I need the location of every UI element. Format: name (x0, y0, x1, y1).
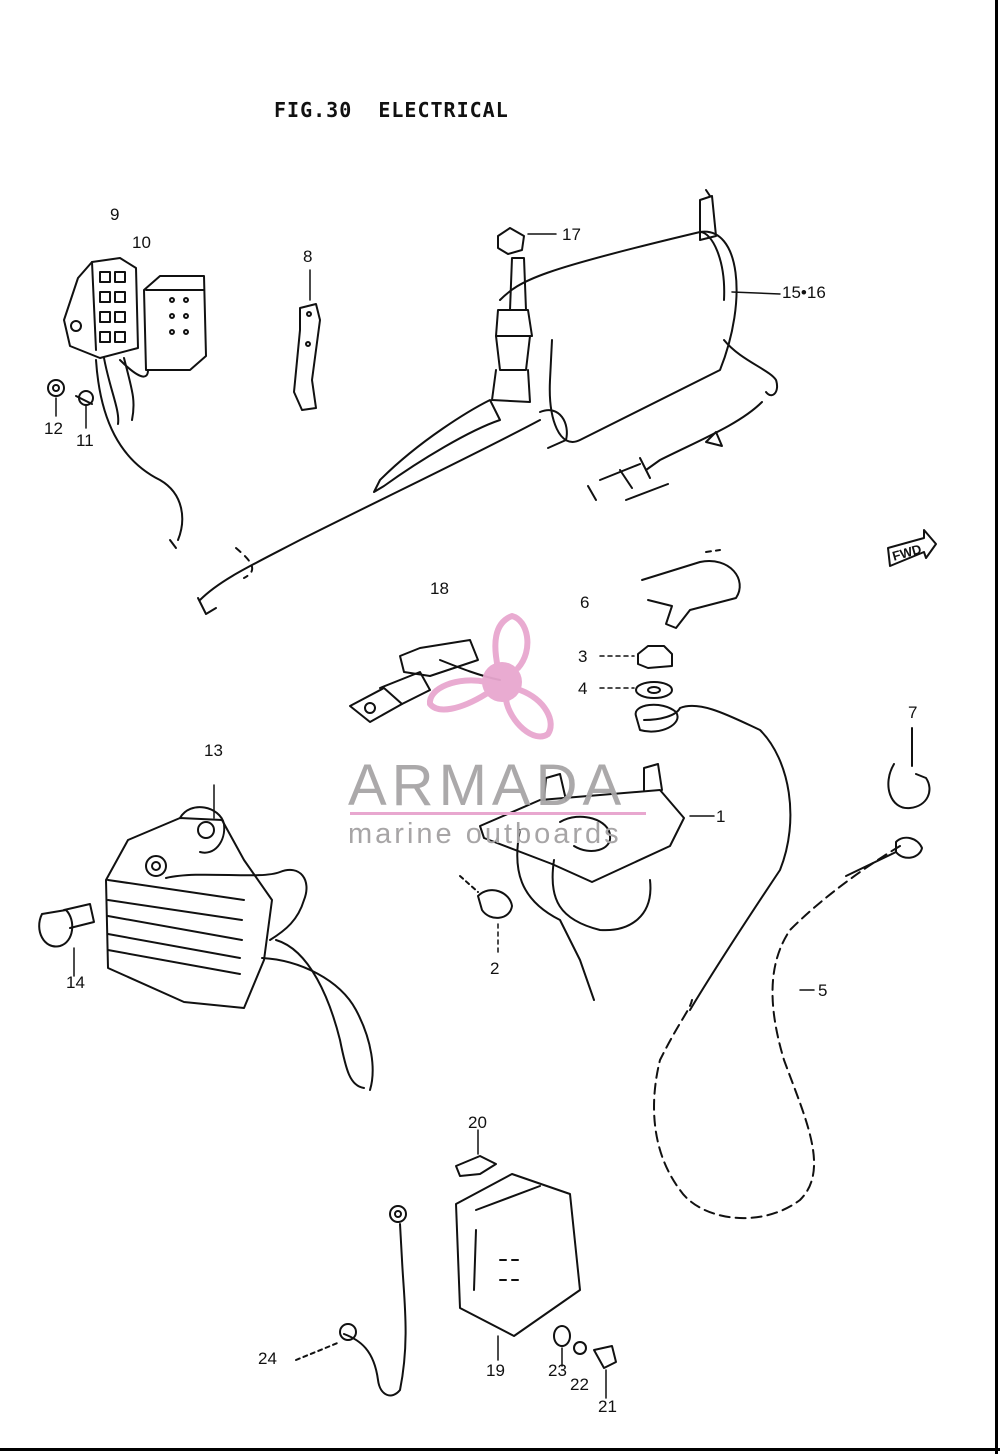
callout-9: 9 (110, 205, 120, 224)
callout-20: 20 (468, 1113, 487, 1132)
callout-5: 5 (818, 981, 828, 1000)
cable-strap (293, 269, 321, 411)
propeller-icon (427, 613, 554, 740)
callout-1: 1 (716, 807, 726, 826)
screw-11 (75, 390, 94, 406)
callout-10: 10 (132, 233, 151, 252)
frame-right-edge (995, 0, 998, 1454)
callout-21: 21 (598, 1397, 617, 1416)
terminal-lead-18 (349, 639, 501, 723)
callout-3: 3 (578, 647, 588, 666)
watermark-divider (350, 812, 646, 815)
washer-4 (635, 681, 673, 699)
callout-17: 17 (562, 225, 581, 244)
callout-22: 22 (570, 1375, 589, 1394)
ground-lead-24 (295, 1205, 407, 1397)
battery-cable-5 (653, 845, 901, 1220)
washer-23 (553, 1325, 571, 1347)
starter-solenoid (479, 703, 792, 1011)
screw-21 (593, 1345, 617, 1399)
callout-18: 18 (430, 579, 449, 598)
watermark-brand: ARMADA (348, 753, 627, 818)
nut-17 (497, 227, 557, 255)
regulator-19 (455, 1173, 581, 1337)
watermark-tagline: marine outboards (348, 818, 622, 850)
connector-block (63, 257, 207, 549)
screw-20 (455, 1129, 497, 1177)
screw-2 (459, 875, 513, 919)
bolt-14 (38, 903, 95, 977)
callout-15-16: 15•16 (782, 283, 826, 302)
callout-14: 14 (66, 973, 85, 992)
callout-23: 23 (548, 1361, 567, 1380)
callout-24: 24 (258, 1349, 277, 1368)
callout-8: 8 (303, 247, 313, 266)
ignition-coil (197, 189, 778, 615)
callout-2: 2 (490, 959, 500, 978)
callout-4: 4 (578, 679, 588, 698)
washer-12 (47, 379, 65, 397)
figure-title: FIG.30 ELECTRICAL (274, 98, 509, 122)
callout-6: 6 (580, 593, 590, 612)
fwd-arrow (887, 529, 937, 567)
callout-19: 19 (486, 1361, 505, 1380)
callout-11: 11 (76, 431, 94, 450)
washer-22 (573, 1341, 587, 1355)
terminal-cap-6 (641, 549, 741, 629)
callout-7: 7 (908, 703, 918, 722)
callout-12: 12 (44, 419, 63, 438)
frame-bottom-edge (0, 1448, 1000, 1451)
callout-13: 13 (204, 741, 223, 760)
nut-3 (637, 645, 673, 669)
clip-7 (887, 727, 931, 810)
rectifier-13 (105, 784, 374, 1091)
